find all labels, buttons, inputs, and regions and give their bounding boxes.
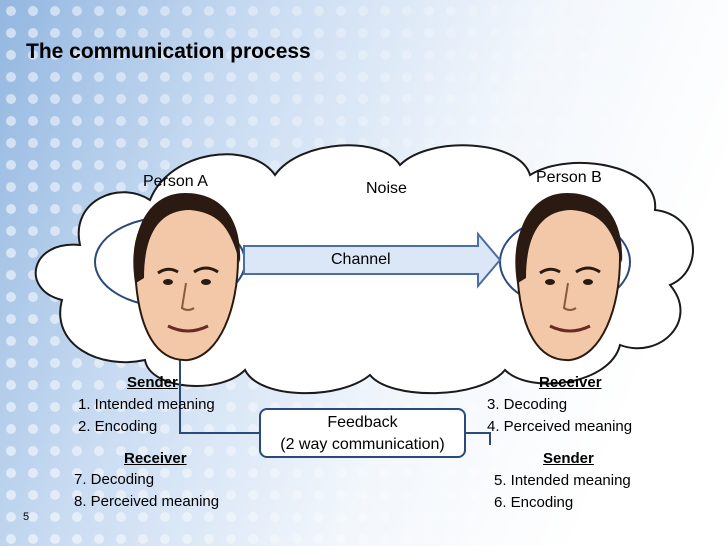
- person-b-receiver-item-2: 4. Perceived meaning: [487, 418, 633, 435]
- feedback-sublabel: (2 way communication): [280, 436, 445, 453]
- page-number: 5: [23, 511, 30, 523]
- feedback-line-right: [466, 432, 491, 445]
- slide-title: The communication process: [26, 40, 311, 63]
- feedback-label: Feedback: [327, 414, 398, 431]
- person-a-receiver-item-2: 8. Perceived meaning: [74, 493, 220, 510]
- channel-arrow: [243, 231, 502, 289]
- person-b-face: [515, 193, 623, 362]
- noise-label: Noise: [366, 180, 407, 197]
- person-a-sender-item-1: 1. Intended meaning: [78, 396, 215, 413]
- person-a-name: Person A: [143, 173, 208, 190]
- person-a-receiver-role: Receiver: [124, 450, 187, 467]
- feedback-box: Feedback (2 way communication): [259, 408, 466, 458]
- person-a-sender-role: Sender: [127, 374, 178, 391]
- person-b-name: Person B: [536, 169, 602, 186]
- person-b-sender-role: Sender: [543, 450, 594, 467]
- person-b-receiver-role: Receiver: [539, 374, 602, 391]
- feedback-line-left: [179, 340, 259, 434]
- person-b-receiver-item-1: 3. Decoding: [487, 396, 568, 413]
- person-a-receiver-item-1: 7. Decoding: [74, 471, 155, 488]
- person-a-sender-item-2: 2. Encoding: [78, 418, 158, 435]
- person-a-face: [133, 193, 241, 362]
- person-b-sender-item-1: 5. Intended meaning: [494, 472, 631, 489]
- person-b-sender-item-2: 6. Encoding: [494, 494, 574, 511]
- channel-label: Channel: [331, 251, 391, 268]
